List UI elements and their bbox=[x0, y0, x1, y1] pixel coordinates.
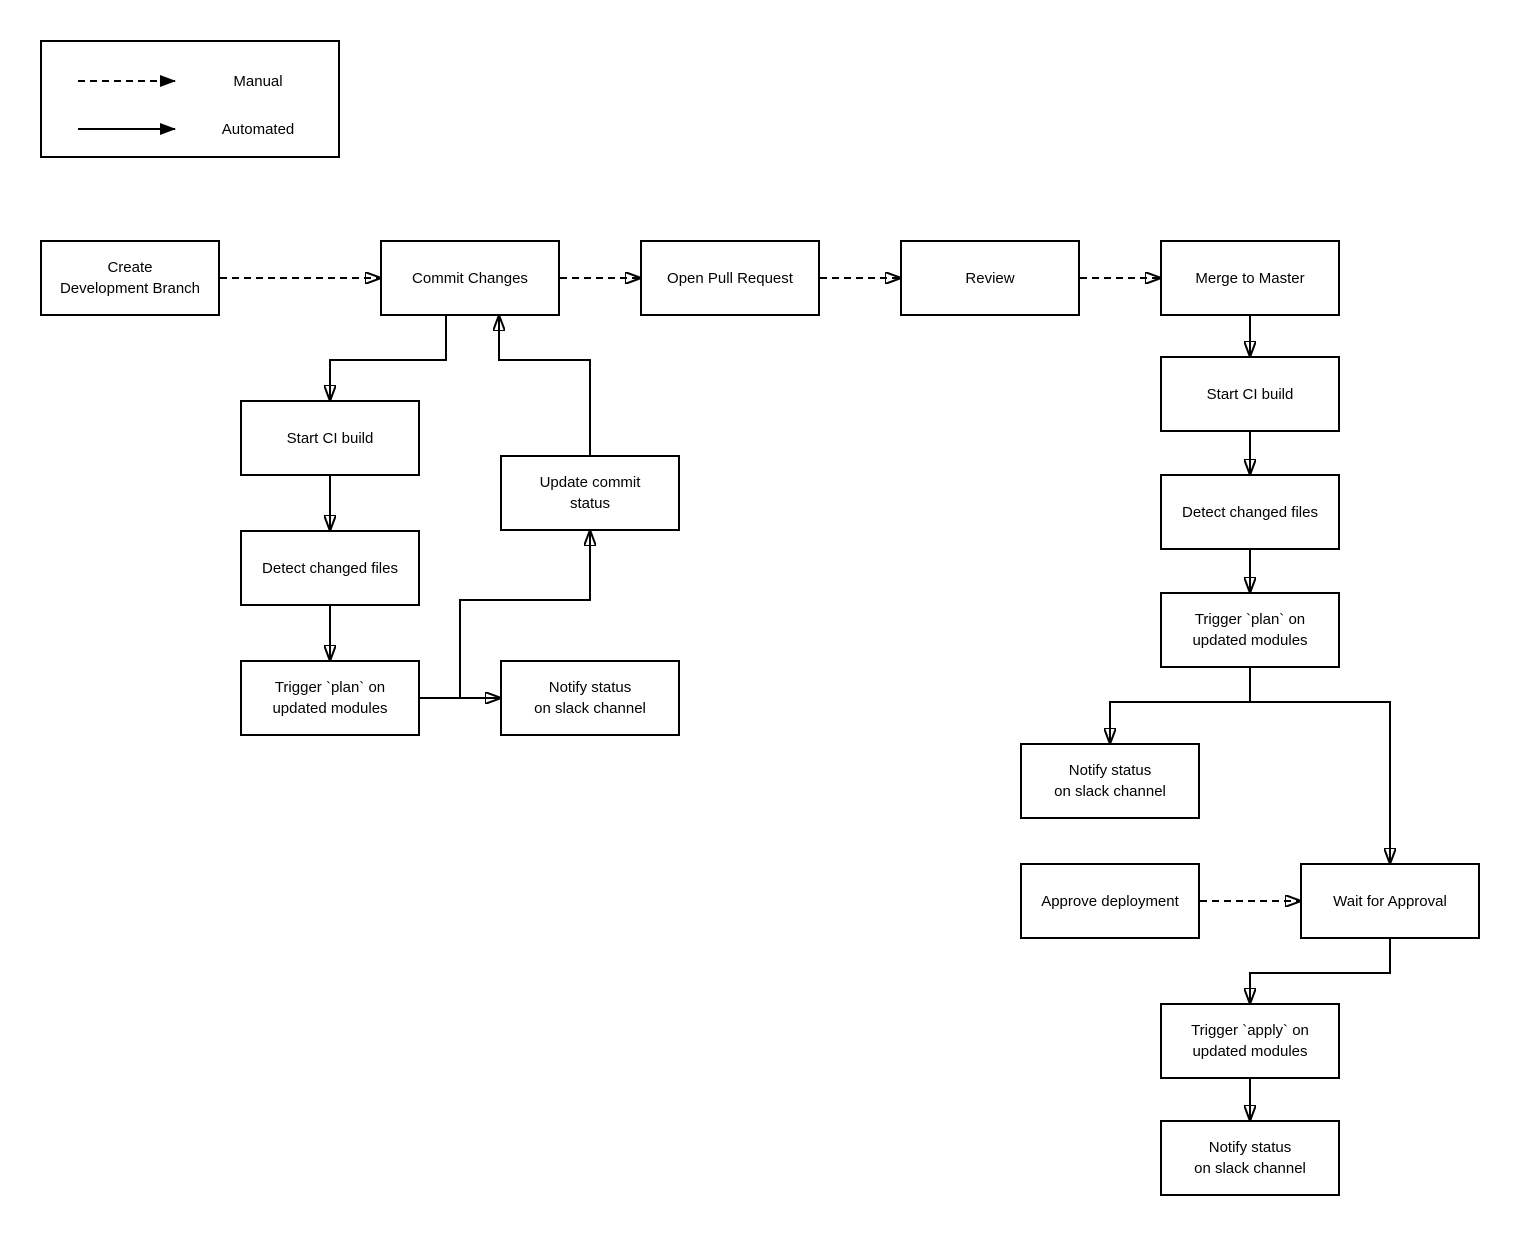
node-label: Trigger `apply` on updated modules bbox=[1191, 1022, 1309, 1060]
node-label: Commit Changes bbox=[412, 269, 528, 287]
node-detect-changed-files-dev: Detect changed files bbox=[240, 530, 420, 606]
node-label: Notify status on slack channel bbox=[1194, 1139, 1306, 1177]
node-label: Review bbox=[965, 269, 1015, 287]
node-notify-slack-dev: Notify status on slack channel bbox=[500, 660, 680, 736]
node-start-ci-build-master: Start CI build bbox=[1160, 356, 1340, 432]
node-review: Review bbox=[900, 240, 1080, 316]
node-label: Wait for Approval bbox=[1333, 892, 1447, 910]
legend-item-manual: Manual bbox=[42, 69, 338, 93]
node-label: Notify status on slack channel bbox=[1054, 762, 1166, 800]
node-label: Notify status on slack channel bbox=[534, 679, 646, 717]
legend: Manual Automated bbox=[40, 40, 340, 158]
node-start-ci-build-dev: Start CI build bbox=[240, 400, 420, 476]
node-label: Trigger `plan` on updated modules bbox=[272, 679, 388, 717]
edge-updatestatus-to-commit bbox=[499, 316, 591, 455]
edge-wait-to-apply bbox=[1250, 939, 1391, 1003]
node-merge-to-master: Merge to Master bbox=[1160, 240, 1340, 316]
node-open-pull-request: Open Pull Request bbox=[640, 240, 820, 316]
node-label: Trigger `plan` on updated modules bbox=[1192, 611, 1308, 649]
node-approve-deployment: Approve deployment bbox=[1020, 863, 1200, 939]
node-trigger-plan-dev: Trigger `plan` on updated modules bbox=[240, 660, 420, 736]
node-label: Approve deployment bbox=[1041, 892, 1179, 910]
node-notify-slack-master: Notify status on slack channel bbox=[1020, 743, 1200, 819]
node-create-development-branch: Create Development Branch bbox=[40, 240, 220, 316]
node-label: Start CI build bbox=[1206, 385, 1294, 403]
edge-plan-to-updatestatus bbox=[459, 531, 590, 698]
node-label: Update commit status bbox=[539, 474, 641, 512]
node-update-commit-status: Update commit status bbox=[500, 455, 680, 531]
legend-manual-label: Manual bbox=[233, 72, 283, 90]
edge-plan-to-notify-master bbox=[1110, 668, 1251, 743]
node-label: Create Development Branch bbox=[59, 259, 201, 297]
node-trigger-apply: Trigger `apply` on updated modules bbox=[1160, 1003, 1340, 1079]
dashed-arrow-icon bbox=[78, 75, 176, 87]
node-notify-slack-apply: Notify status on slack channel bbox=[1160, 1120, 1340, 1196]
node-label: Detect changed files bbox=[262, 559, 398, 577]
solid-arrow-icon bbox=[78, 123, 176, 135]
node-wait-for-approval: Wait for Approval bbox=[1300, 863, 1480, 939]
node-commit-changes: Commit Changes bbox=[380, 240, 560, 316]
node-trigger-plan-master: Trigger `plan` on updated modules bbox=[1160, 592, 1340, 668]
node-label: Detect changed files bbox=[1182, 503, 1318, 521]
edge-commit-to-cibuild-dev bbox=[330, 316, 447, 400]
legend-item-automated: Automated bbox=[42, 117, 338, 141]
node-label: Open Pull Request bbox=[667, 269, 793, 287]
node-label: Merge to Master bbox=[1195, 269, 1305, 287]
node-label: Start CI build bbox=[286, 429, 374, 447]
edge-plan-to-wait bbox=[1250, 701, 1390, 863]
legend-automated-label: Automated bbox=[221, 120, 295, 138]
node-detect-changed-files-master: Detect changed files bbox=[1160, 474, 1340, 550]
